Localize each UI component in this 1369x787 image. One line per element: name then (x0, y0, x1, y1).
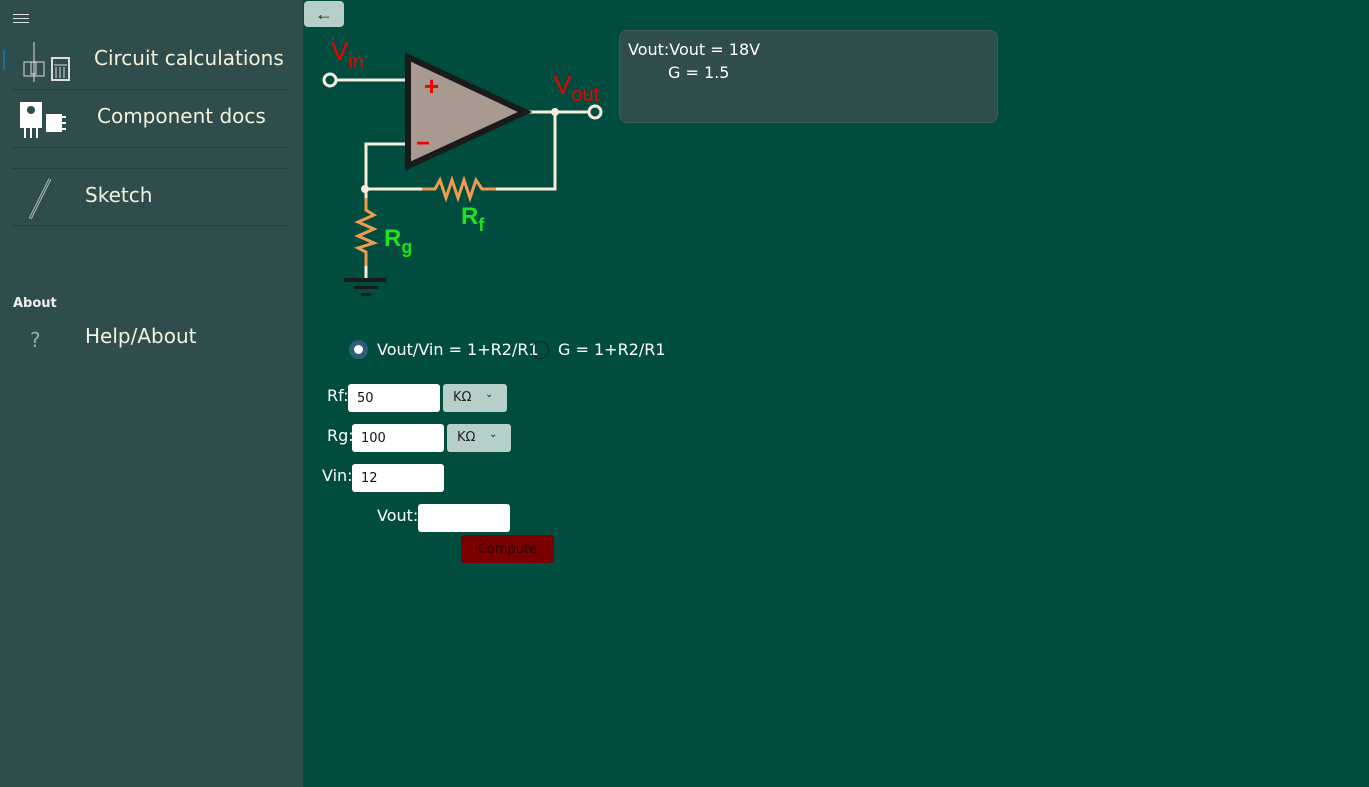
circuit-calculator-icon (23, 42, 70, 82)
rg-subscript: g (401, 237, 412, 257)
rf-field-label: Rf: (327, 386, 349, 405)
compute-button[interactable]: Compute (461, 535, 554, 563)
sidebar-item-label: Help/About (85, 324, 197, 348)
sidebar-item-component-docs[interactable]: Component docs (12, 90, 287, 148)
sidebar-item-help-about[interactable]: ? Help/About (12, 318, 287, 358)
vout-subscript: out (571, 84, 599, 106)
sidebar-item-sketch[interactable]: Sketch (12, 168, 287, 226)
pencil-icon (28, 178, 52, 219)
rf-subscript: f (478, 215, 485, 235)
result-panel: Vout:Vout = 18V G = 1.5 (619, 30, 998, 123)
radio-selected-icon (349, 340, 368, 359)
rf-unit-dropdown[interactable]: KΩ ⌄ (443, 384, 507, 412)
radio-vout-vin[interactable]: Vout/Vin = 1+R2/R1 (349, 340, 539, 359)
sidebar-item-label: Component docs (97, 104, 266, 128)
plus-sign: + (424, 71, 439, 101)
rf-input[interactable] (348, 384, 440, 412)
op-amp-circuit-diagram: + − Vin Vout Rf Rg (322, 36, 603, 296)
chevron-down-icon: ⌄ (485, 389, 494, 400)
vin-subscript: in (348, 51, 364, 73)
vout-field-label: Vout: (377, 506, 419, 525)
svg-text:Vout: Vout (554, 70, 600, 106)
sidebar-item-label: Sketch (85, 183, 153, 207)
rg-label: R (384, 225, 401, 252)
rg-unit-dropdown[interactable]: KΩ ⌄ (447, 424, 511, 452)
rf-label: R (461, 203, 478, 230)
rg-input[interactable] (352, 424, 444, 452)
components-icon (20, 102, 66, 138)
vout-label: V (554, 70, 572, 100)
radio-unselected-icon (531, 340, 549, 359)
vout-input[interactable] (418, 504, 510, 532)
radio-gain[interactable]: G = 1+R2/R1 (531, 340, 666, 359)
svg-text:Rf: Rf (461, 203, 485, 235)
question-icon: ? (30, 328, 41, 352)
svg-text:Vin: Vin (331, 36, 364, 73)
back-button[interactable]: ← (304, 1, 344, 27)
vin-input[interactable] (352, 464, 444, 492)
sidebar-item-circuit-calculations[interactable]: Circuit calculations (12, 32, 287, 90)
radio-label: G = 1+R2/R1 (558, 340, 666, 359)
rg-unit-value: KΩ (457, 430, 476, 445)
sidebar: Circuit calculations Component docs Sket… (0, 0, 303, 787)
result-gain: G = 1.5 (668, 63, 730, 82)
rg-field-label: Rg: (327, 426, 354, 445)
vin-label: V (331, 36, 349, 66)
chevron-down-icon: ⌄ (489, 429, 498, 440)
svg-text:Rg: Rg (384, 225, 412, 257)
selection-indicator (3, 50, 5, 70)
sidebar-item-label: Circuit calculations (94, 46, 284, 70)
section-header-about: About (13, 296, 57, 311)
vin-field-label: Vin: (322, 466, 353, 485)
radio-label: Vout/Vin = 1+R2/R1 (377, 340, 539, 359)
result-vout: Vout:Vout = 18V (628, 40, 761, 59)
rf-unit-value: KΩ (453, 390, 472, 405)
hamburger-menu-icon[interactable] (13, 12, 29, 24)
minus-sign: − (416, 130, 430, 157)
